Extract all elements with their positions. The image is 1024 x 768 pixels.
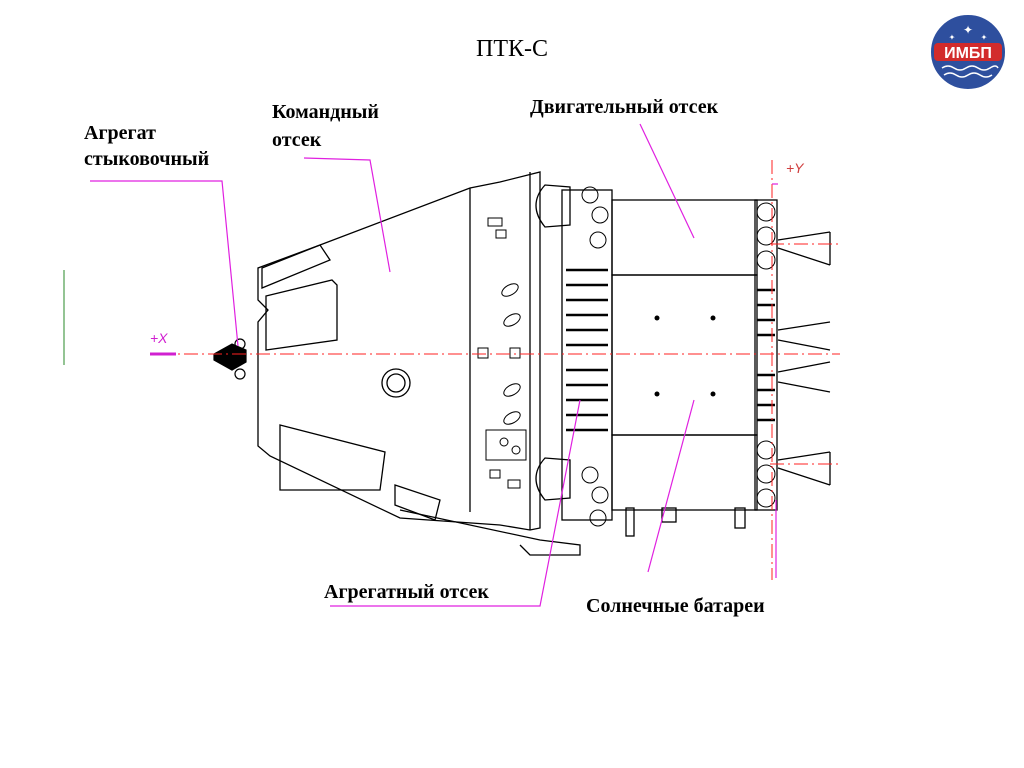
axis-x-label: +X xyxy=(150,330,168,346)
label-solar-panels: Солнечные батареи xyxy=(586,595,765,617)
slide-title: ПТК-С xyxy=(476,36,548,62)
label-command-module: Командный отсек xyxy=(272,101,379,151)
svg-text:✦: ✦ xyxy=(949,33,956,42)
imbp-logo: ✦ ✦ ✦ ИМБП xyxy=(929,13,1007,91)
svg-text:✦: ✦ xyxy=(981,33,988,42)
axis-y-label: +Y xyxy=(786,160,804,176)
label-engine-compartment: Двигательный отсек xyxy=(530,96,719,118)
logo-text: ИМБП xyxy=(944,45,992,62)
svg-text:✦: ✦ xyxy=(963,23,973,37)
label-aggregate-compartment: Агрегатный отсек xyxy=(324,581,489,603)
label-docking-unit: Агрегат стыковочный xyxy=(84,122,210,170)
